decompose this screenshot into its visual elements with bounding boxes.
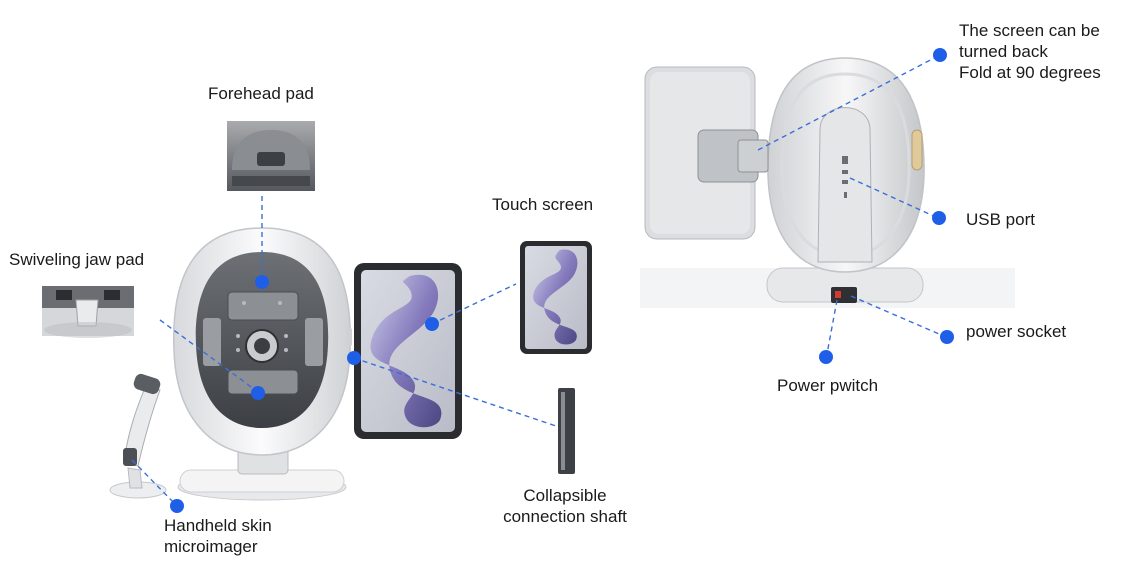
line-screen-back — [757, 54, 941, 151]
front-right-panel — [305, 318, 323, 366]
label-screen-turned-back: The screen can be turned back Fold at 90… — [959, 20, 1101, 83]
dot-screen-back — [933, 48, 947, 62]
label-shaft-line2: connection shaft — [503, 507, 627, 526]
dot-touch — [425, 317, 439, 331]
label-usb-port: USB port — [966, 210, 1035, 229]
label-shaft-line1: Collapsible — [523, 486, 607, 505]
label-handheld-microimager: Handheld skin microimager — [164, 515, 272, 557]
dot-power-switch — [819, 350, 833, 364]
label-screen-back-line2: turned back — [959, 42, 1048, 61]
rear-column — [817, 107, 873, 263]
label-forehead-pad: Forehead pad — [208, 84, 314, 103]
label-power-socket: power socket — [966, 322, 1067, 341]
front-device — [173, 227, 352, 501]
front-side-knob — [346, 328, 352, 346]
line-power-switch — [826, 299, 838, 355]
dot-power-socket — [940, 330, 954, 344]
line-touch — [431, 283, 517, 325]
label-handheld-line1: Handheld skin — [164, 516, 272, 535]
dot-handheld — [170, 499, 184, 513]
small-touch-screen — [520, 241, 592, 354]
dot-shaft — [347, 351, 361, 365]
label-swiveling-jaw-pad: Swiveling jaw pad — [9, 250, 145, 269]
label-touch-screen: Touch screen — [492, 195, 594, 214]
rear-device — [640, 57, 1015, 308]
callout-lines — [131, 54, 947, 506]
label-collapsible-shaft: Collapsible connection shaft — [494, 485, 636, 527]
dot-usb — [932, 211, 946, 225]
line-jaw — [159, 319, 259, 393]
camera-lens-inner — [254, 338, 270, 354]
front-left-panel — [203, 318, 221, 366]
handheld-microimager — [109, 373, 167, 499]
screen-swirl-art — [370, 274, 442, 428]
jaw-pad-photo — [42, 286, 134, 338]
line-handheld — [131, 459, 177, 506]
label-screen-back-line3: Fold at 90 degrees — [959, 63, 1101, 82]
label-handheld-line2: microimager — [164, 537, 258, 556]
label-screen-back-line1: The screen can be — [959, 21, 1100, 40]
power-panel — [831, 287, 857, 303]
line-usb — [849, 177, 939, 219]
forehead-pad-photo — [227, 121, 315, 191]
main-touch-screen — [354, 263, 462, 439]
collapsible-shaft — [558, 388, 575, 474]
label-power-switch: Power pwitch — [777, 376, 879, 395]
front-upper-panel — [227, 291, 299, 321]
dot-forehead — [255, 275, 269, 289]
dot-jaw — [251, 386, 265, 400]
callout-dots — [170, 48, 954, 513]
